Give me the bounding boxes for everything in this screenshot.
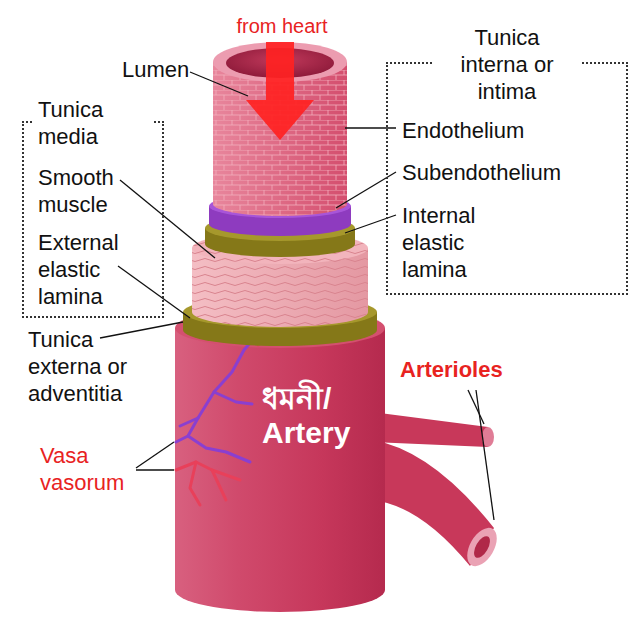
group-heading: Tunica media — [34, 96, 152, 150]
tunica-externa-shape — [175, 308, 385, 612]
leader-line — [345, 127, 396, 128]
leader-line — [118, 266, 190, 318]
adventitia-tube — [175, 328, 385, 612]
group-heading: Tunica interna or intima — [434, 24, 580, 105]
vasa-vasorum-vessels — [176, 333, 270, 505]
flow-arrow — [246, 42, 314, 140]
leader-line — [476, 390, 494, 520]
vessel — [176, 336, 256, 442]
leader-line — [100, 322, 183, 338]
part-label: Lumen — [122, 56, 212, 83]
leader-line — [136, 469, 174, 470]
layer-label: Subendothelium — [402, 159, 622, 186]
leader-line — [120, 180, 215, 258]
vessel — [214, 392, 252, 404]
layer-label: Smooth muscle — [38, 164, 158, 218]
leader-line — [345, 215, 396, 233]
vessel — [212, 470, 226, 500]
layer-label: Internal elastic lamina — [402, 202, 522, 283]
leader-line — [136, 442, 174, 468]
part-label: Vasa vasorum — [40, 442, 140, 496]
arteriole-tube — [372, 440, 494, 566]
leader-line — [190, 72, 248, 96]
vessel — [190, 462, 200, 505]
arteriole-tube — [372, 412, 488, 447]
part-label: Tunica externa or adventitia — [28, 326, 168, 407]
layer-label: External elastic lamina — [38, 229, 158, 310]
arteriole-lumen — [471, 534, 493, 561]
layer-label: Endothelium — [402, 117, 622, 144]
layer-group-box: Tunica mediaSmooth muscleExternal elasti… — [22, 121, 164, 318]
vessel — [180, 418, 198, 426]
vessel — [176, 462, 240, 480]
artery-title: ধমনী/ Artery — [262, 382, 380, 450]
vessel — [188, 436, 250, 462]
leader-line — [468, 390, 484, 424]
arteriole-end — [461, 523, 503, 571]
arteriole-branches — [372, 412, 503, 571]
flow-label: from heart — [220, 14, 344, 38]
part-label: Arterioles — [400, 356, 540, 383]
layer-group-box: Tunica interna or intimaEndotheliumSuben… — [386, 62, 628, 295]
intima-shape — [213, 42, 347, 216]
